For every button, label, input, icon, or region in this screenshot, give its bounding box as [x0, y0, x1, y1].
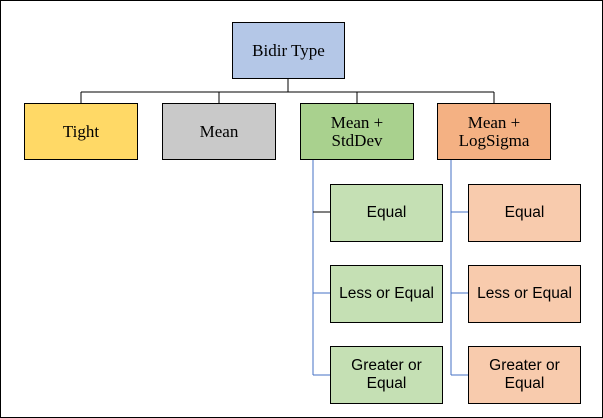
root-node-bidir-type: Bidir Type [232, 22, 345, 79]
node-mean: Mean [162, 103, 276, 160]
stddev-option-greater-or-equal: Greater or Equal [330, 346, 443, 404]
stddev-option-less-or-equal: Less or Equal [330, 265, 443, 323]
logsigma-option-equal: Equal [468, 184, 581, 242]
node-tight: Tight [24, 103, 138, 160]
stddev-option-equal: Equal [330, 184, 443, 242]
node-mean-stddev: Mean + StdDev [300, 103, 414, 160]
logsigma-option-less-or-equal: Less or Equal [468, 265, 581, 323]
node-mean-logsigma: Mean + LogSigma [437, 103, 551, 160]
logsigma-option-greater-or-equal: Greater or Equal [468, 346, 581, 404]
